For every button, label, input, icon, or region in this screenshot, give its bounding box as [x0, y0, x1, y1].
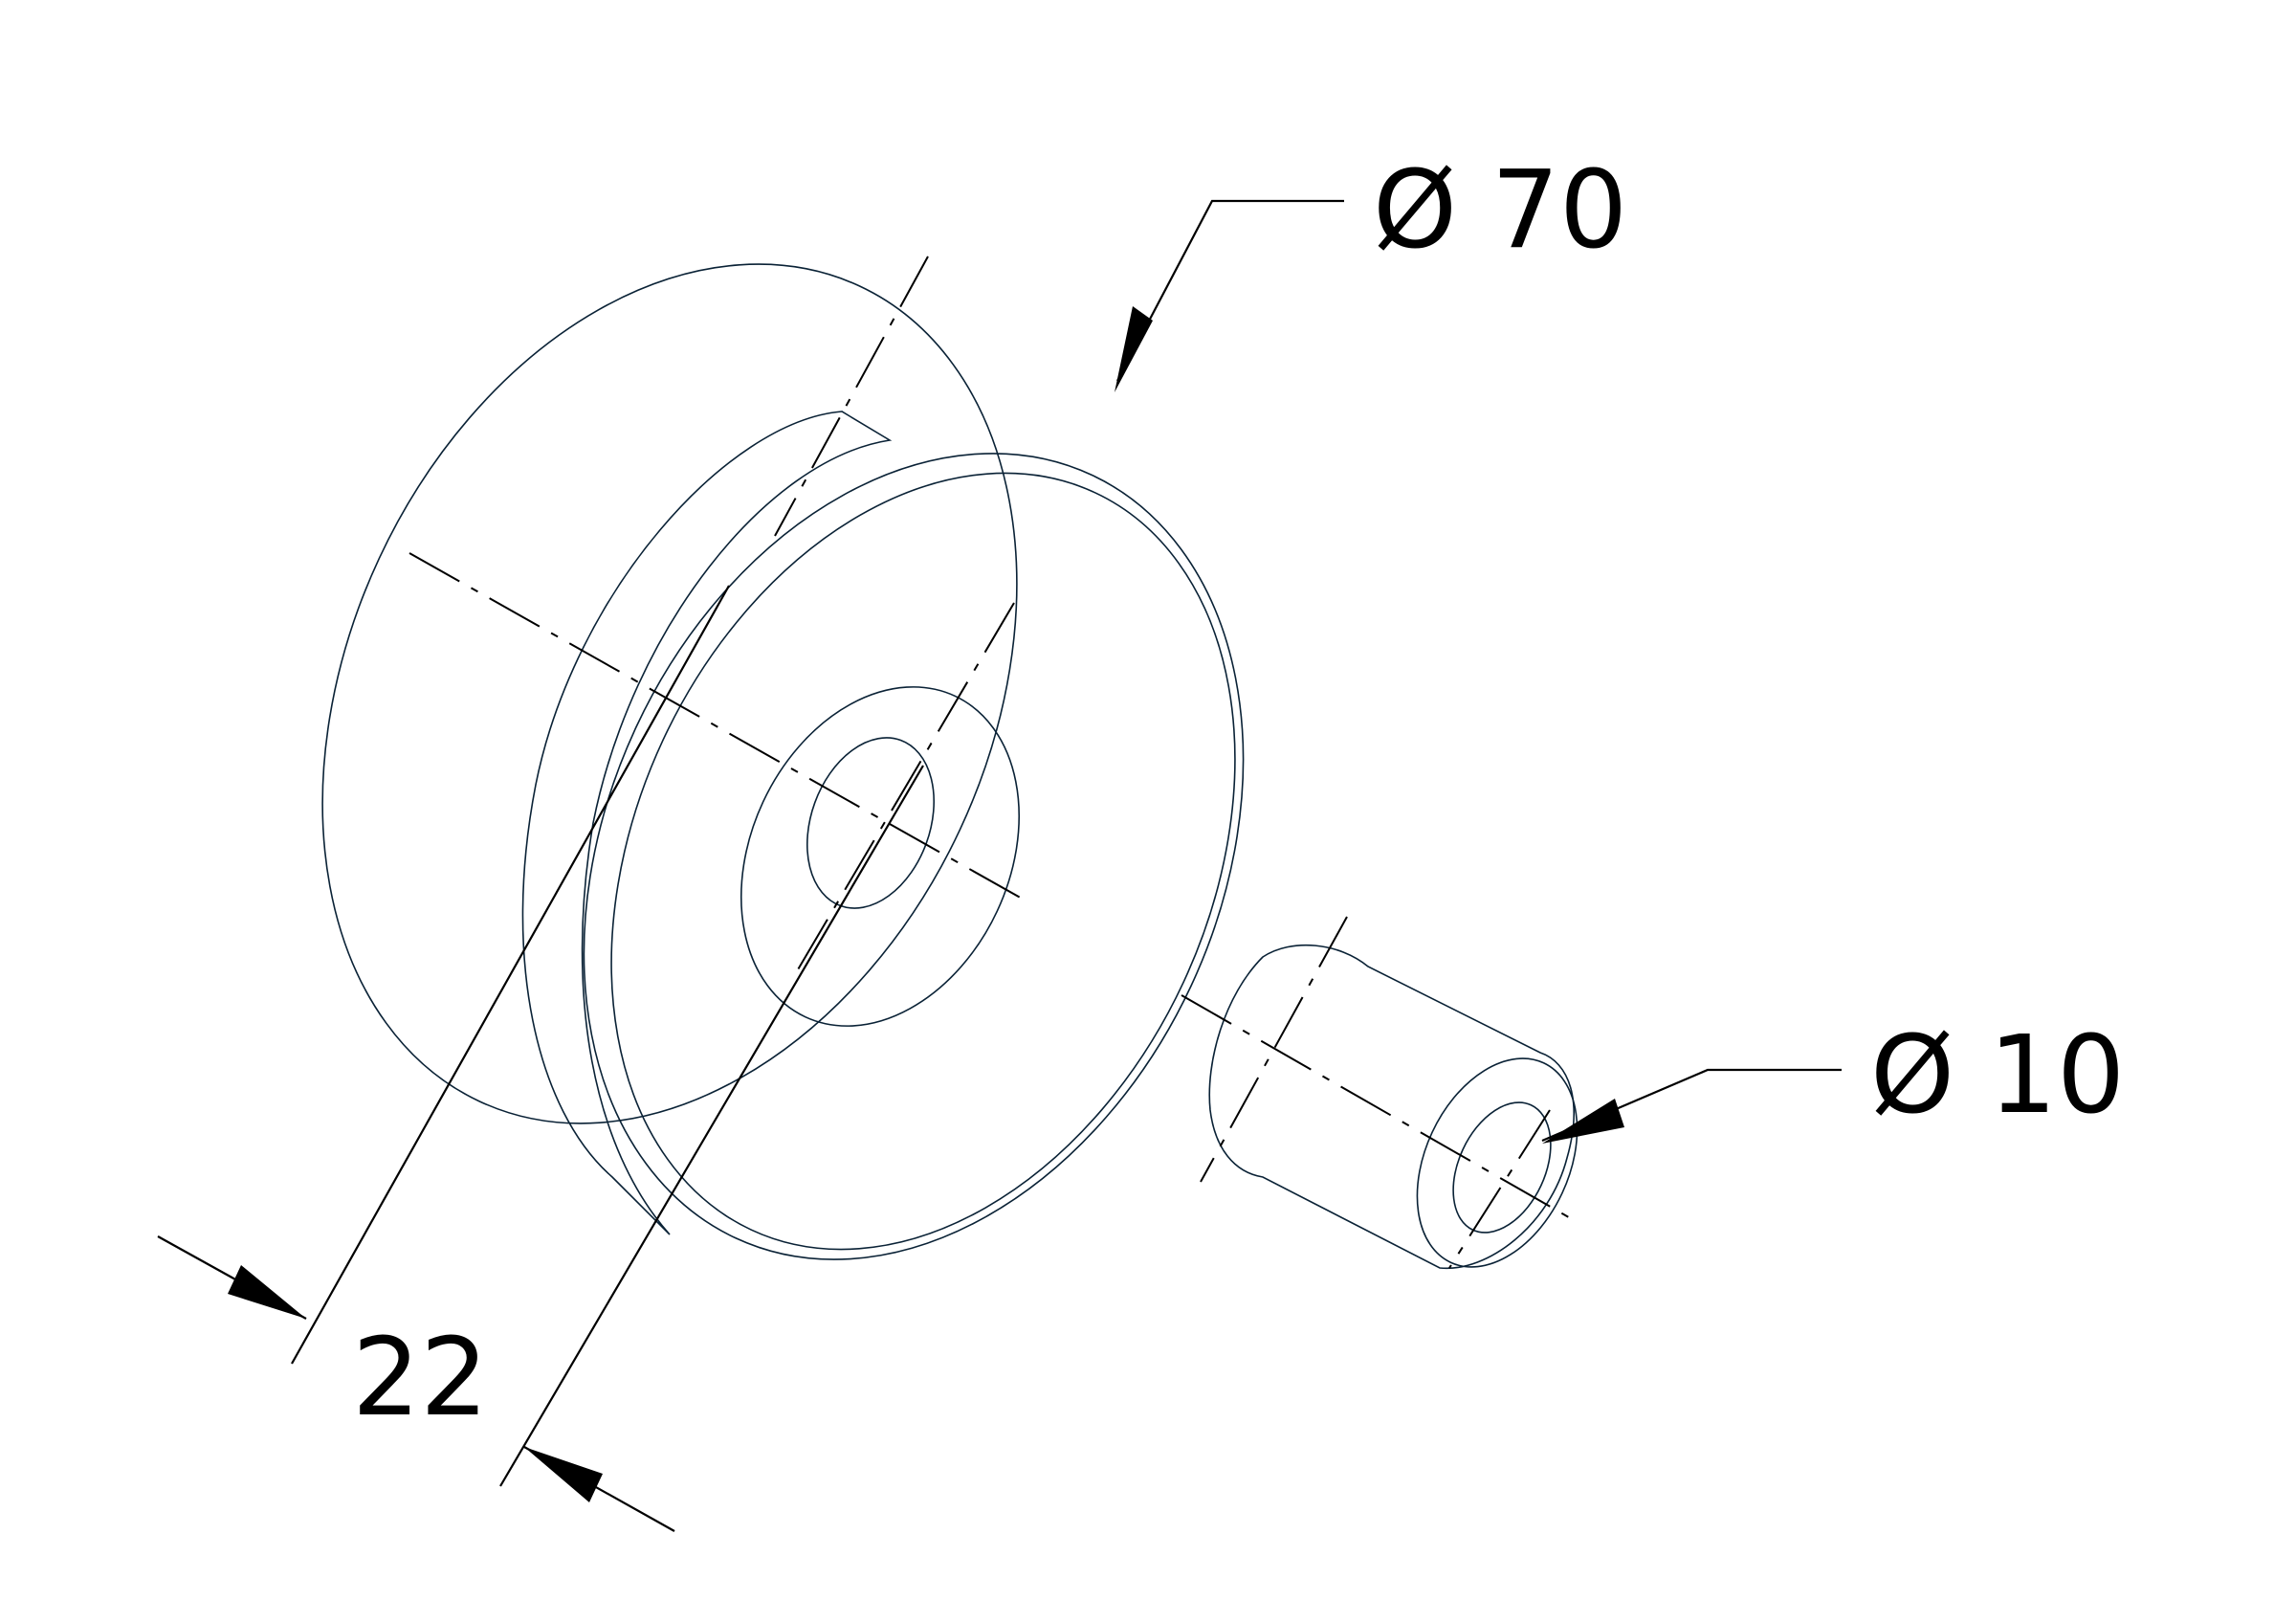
- diameter-70-label: Ø 70: [1373, 148, 1627, 273]
- pulley-groove: [521, 411, 893, 1235]
- arrowhead: [1542, 1099, 1624, 1144]
- dimension-diameter-10: Ø 10: [1541, 1013, 2125, 1144]
- arrowhead: [524, 1447, 603, 1502]
- arrowhead: [1115, 306, 1153, 392]
- bushing: [1208, 944, 1578, 1270]
- pulley-back-flange: [321, 263, 1018, 1124]
- dimension-width-22: 22: [157, 585, 924, 1532]
- bushing-body: [1208, 944, 1575, 1270]
- pulley-front-face: [610, 472, 1236, 1251]
- arrowhead: [228, 1265, 306, 1319]
- diameter-10-label: Ø 10: [1870, 1013, 2125, 1138]
- pulley-front-flange-edge: [583, 453, 1245, 1260]
- bushing-center-lines: [1181, 916, 1575, 1269]
- pulley-bore: [806, 737, 936, 909]
- pulley: [321, 263, 1245, 1260]
- width-22-label: 22: [352, 1316, 489, 1440]
- dimension-diameter-70: Ø 70: [1115, 148, 1627, 392]
- bushing-end-face: [1416, 1057, 1578, 1268]
- pulley-center-lines: [408, 256, 1025, 977]
- pulley-hub-ring: [740, 686, 1020, 1027]
